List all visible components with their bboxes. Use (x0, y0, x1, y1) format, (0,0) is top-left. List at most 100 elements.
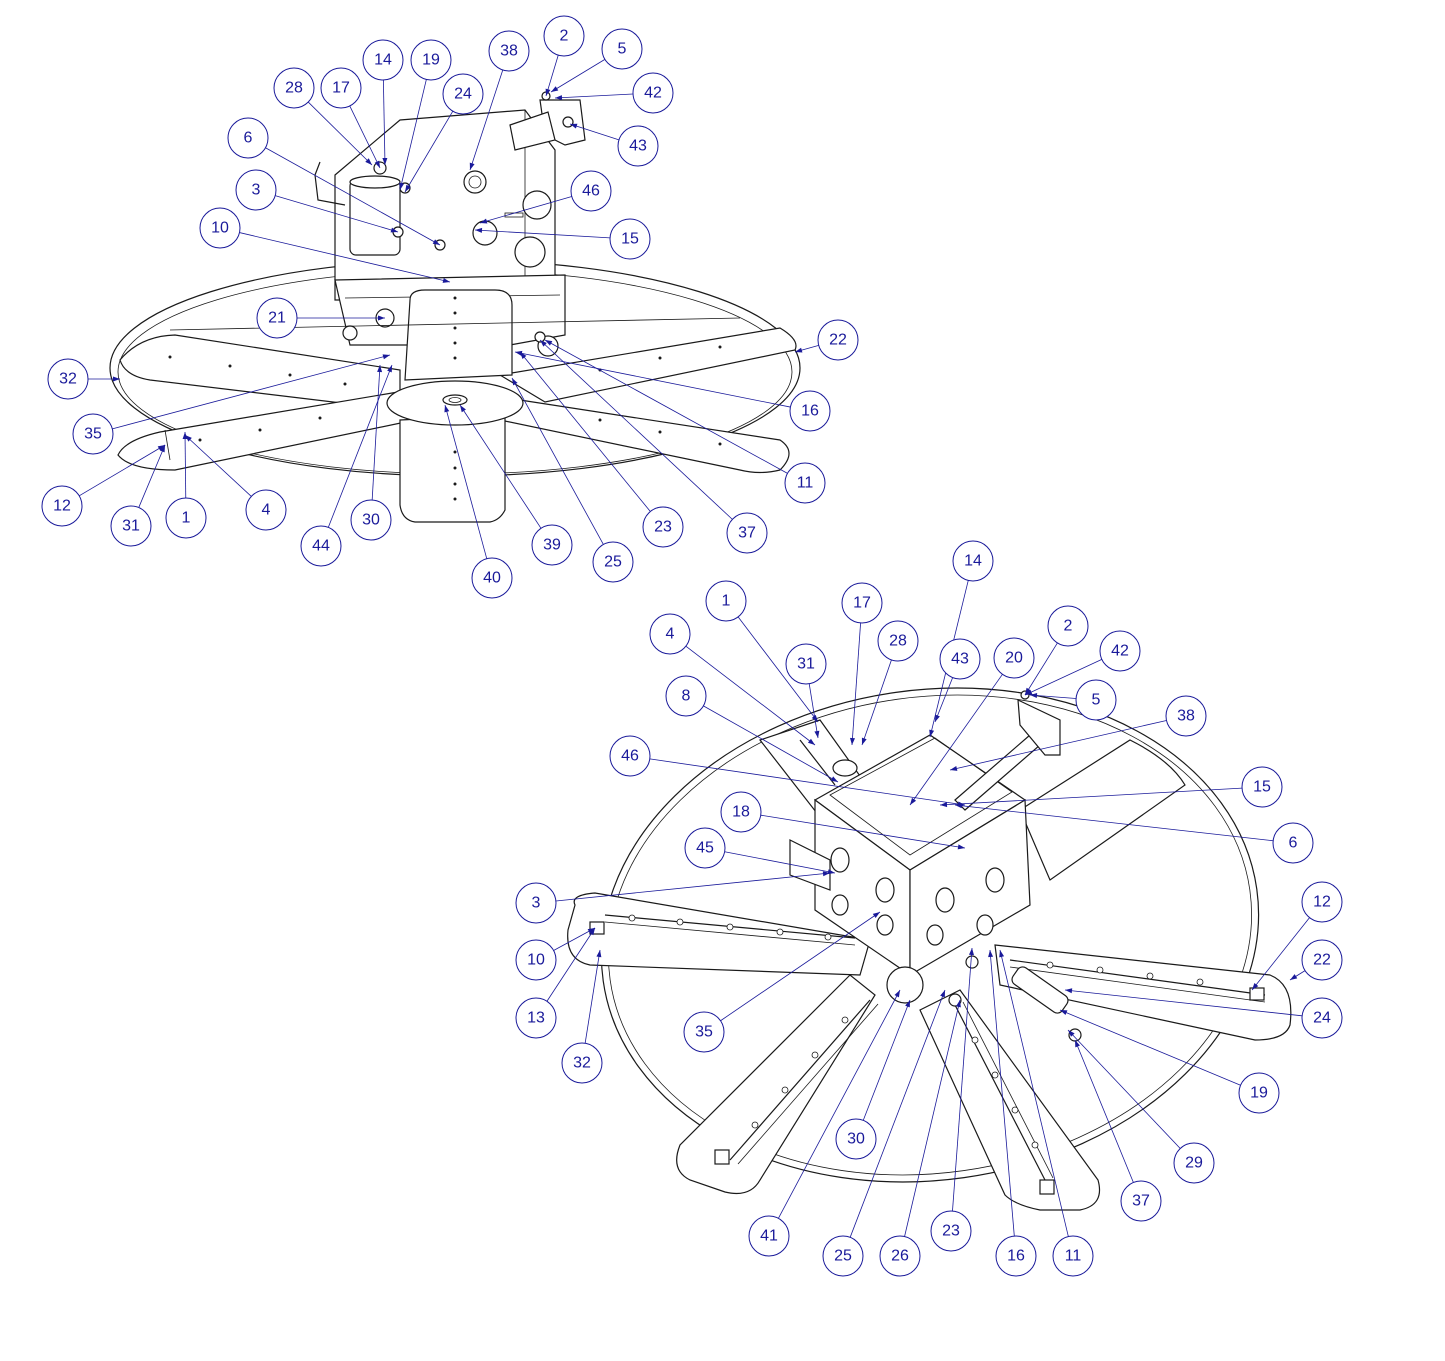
callout-19: 19 (399, 39, 452, 191)
callout-leader (546, 927, 596, 1002)
callout-arrowhead (1060, 1010, 1068, 1016)
callout-number: 21 (268, 310, 286, 327)
callout-arrowhead (377, 365, 383, 373)
top-fan-assembly (109, 91, 801, 523)
callout-number: 44 (312, 538, 330, 555)
callout-arrowhead (872, 912, 880, 919)
callout-28: 28 (273, 67, 373, 166)
callout-number: 22 (1313, 952, 1331, 969)
callout-bubble (1272, 822, 1314, 864)
callout-bubble (1301, 997, 1343, 1039)
callout-arrowhead (475, 227, 483, 233)
callout-bubble (785, 643, 827, 685)
callout-bubble (72, 413, 114, 455)
callout-arrowhead (432, 239, 440, 245)
callout-leader (514, 351, 791, 408)
callout-leader (989, 949, 1015, 1237)
callout-arrowhead (469, 162, 475, 170)
callout-arrowhead (520, 352, 527, 360)
callout-leader (404, 111, 454, 193)
callout-number: 16 (1007, 1248, 1025, 1265)
callout-17: 17 (320, 67, 381, 169)
callout-leader (861, 659, 892, 746)
callout-25: 25 (511, 377, 634, 583)
callout-arrowhead (545, 340, 553, 346)
callout-bubble (1052, 1235, 1094, 1277)
bottom-blade-front-right (919, 989, 1101, 1211)
callout-arrowhead (399, 182, 405, 190)
callout-number: 4 (666, 626, 675, 643)
callout-bubble (1099, 630, 1141, 672)
top-blade-right (498, 327, 797, 403)
callout-number: 24 (454, 86, 472, 103)
callout-leader (239, 232, 451, 283)
callout-10: 10 (199, 207, 451, 283)
callout-3: 3 (235, 169, 399, 233)
callout-arrowhead (405, 184, 411, 192)
callout-arrowhead (955, 803, 963, 809)
callout-number: 35 (695, 1024, 713, 1041)
callout-2: 2 (1024, 605, 1089, 696)
callout-arrowhead (113, 376, 120, 382)
callout-number: 25 (604, 554, 622, 571)
callout-22: 22 (1289, 939, 1343, 981)
callout-22: 22 (794, 319, 859, 361)
bottom-hub (886, 966, 924, 1004)
callout-leader (79, 444, 166, 497)
callout-23: 23 (519, 351, 684, 548)
callout-leader (327, 364, 393, 528)
callout-bubble (273, 67, 315, 109)
callout-number: 32 (573, 1055, 591, 1072)
callout-number: 17 (332, 80, 350, 97)
callout-bubble (320, 67, 362, 109)
top-blade-left (119, 334, 401, 411)
callout-arrowhead (988, 950, 994, 958)
callout-41: 41 (748, 989, 901, 1257)
callout-arrowhead (512, 378, 518, 386)
callout-number: 20 (1005, 650, 1023, 667)
callout-23: 23 (930, 947, 974, 1252)
callout-number: 1 (722, 593, 731, 610)
callout-bubble (939, 638, 981, 680)
callout-leader (138, 444, 166, 508)
callout-leader (349, 105, 381, 169)
callout-bubble (488, 30, 530, 72)
callout-arrowhead (929, 729, 935, 737)
callout-31: 31 (110, 444, 166, 547)
callout-arrowhead (894, 990, 900, 998)
callout-21: 21 (256, 297, 385, 339)
top-blade-front (399, 414, 506, 523)
callout-number: 13 (527, 1010, 545, 1027)
callout-bubble (1165, 695, 1207, 737)
callout-3: 3 (515, 871, 831, 924)
callout-leader (275, 195, 399, 233)
callout-number: 31 (797, 656, 815, 673)
callout-28: 28 (861, 620, 919, 746)
callout-leader (954, 804, 1274, 842)
callout-leader (1059, 1009, 1241, 1086)
callout-arrowhead (545, 88, 551, 96)
callout-bubble (256, 297, 298, 339)
callout-24: 24 (1064, 988, 1343, 1039)
callout-bubble (442, 73, 484, 115)
callout-bubble (617, 125, 659, 167)
callout-20: 20 (909, 637, 1035, 806)
callout-15: 15 (474, 218, 651, 260)
callout-43: 43 (934, 638, 981, 723)
callout-leader (1024, 642, 1058, 696)
callout-8: 8 (665, 675, 839, 783)
callout-arrowhead (807, 738, 815, 745)
callout-leader (952, 947, 973, 1212)
callout-2: 2 (543, 15, 585, 97)
callout-number: 14 (374, 52, 392, 69)
callout-leader (545, 55, 559, 97)
callout-12: 12 (1251, 881, 1343, 991)
callout-leader (939, 787, 1243, 806)
callout-30: 30 (835, 999, 911, 1160)
callout-bubble (570, 170, 612, 212)
callout-arrowhead (957, 844, 965, 850)
callout-number: 41 (760, 1228, 778, 1245)
callout-number: 3 (252, 182, 261, 199)
callout-leader (1064, 989, 1303, 1017)
bottom-left-bracket (789, 839, 831, 891)
